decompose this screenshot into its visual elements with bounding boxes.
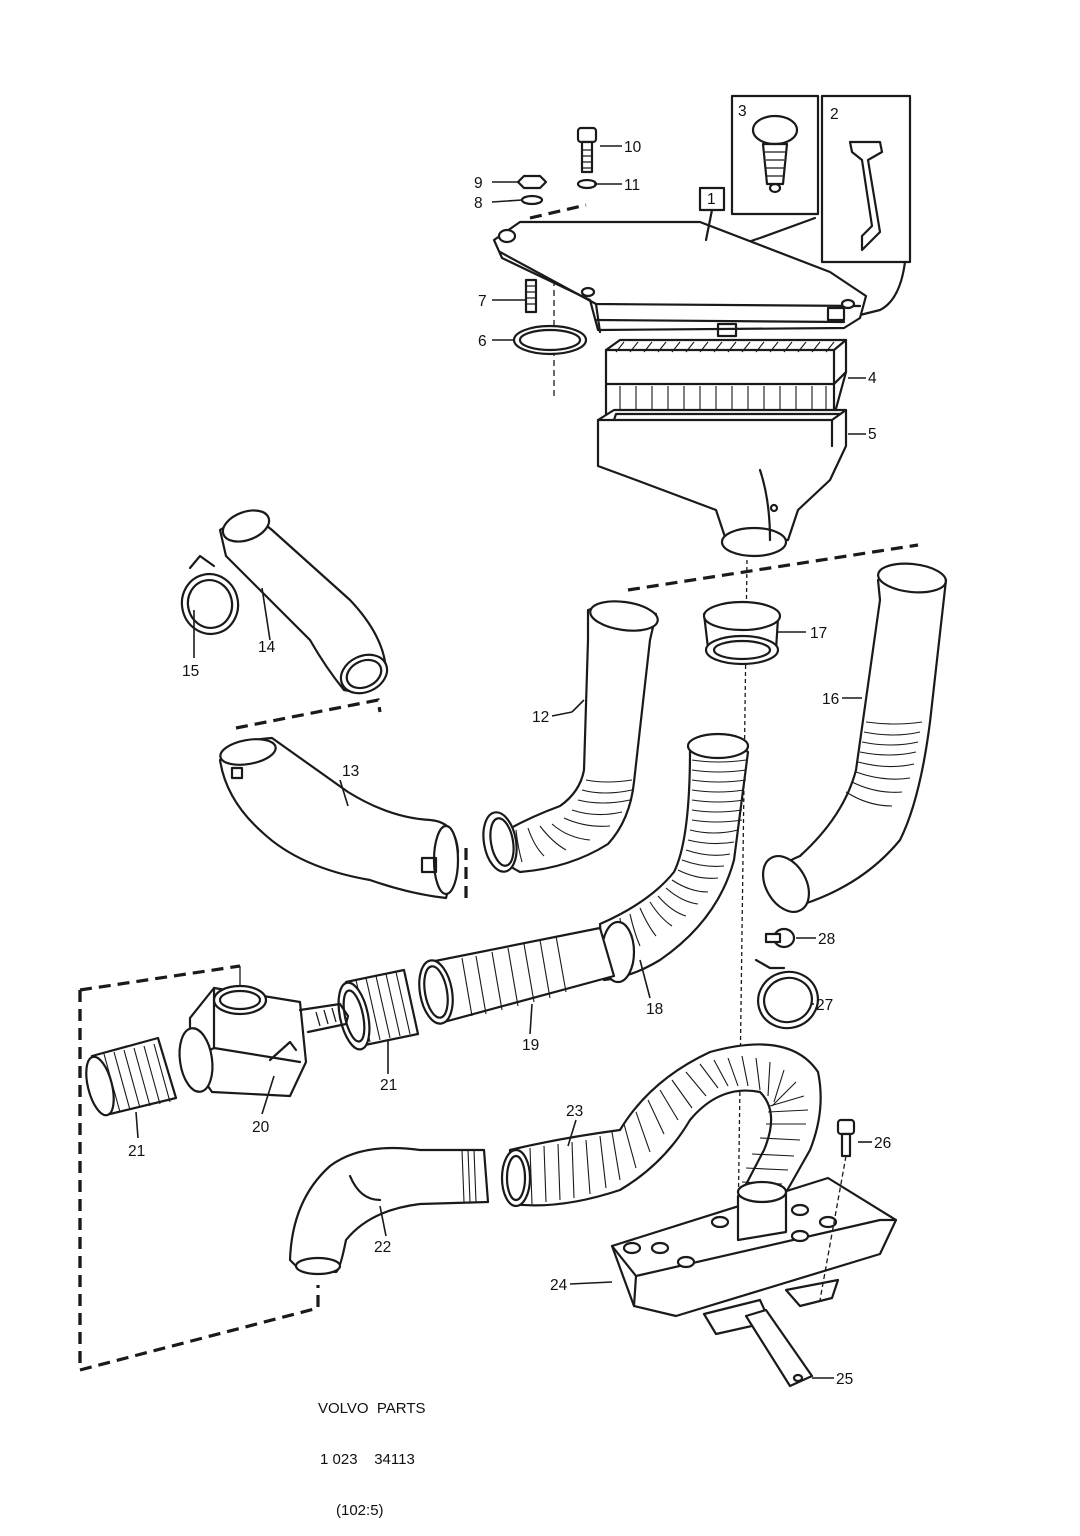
air-cleaner-cover	[492, 186, 868, 338]
callout-27: 27	[816, 997, 833, 1014]
hose-clamp-15	[180, 554, 240, 636]
callout-13: 13	[342, 763, 359, 780]
callout-12: 12	[532, 709, 549, 726]
callout-28: 28	[818, 931, 835, 948]
callout-21-right: 21	[380, 1077, 397, 1094]
air-distributor-24	[610, 1176, 898, 1336]
screw-28	[764, 927, 796, 949]
bracket-25	[744, 1308, 814, 1388]
flex-sleeve-19	[418, 926, 616, 1025]
hose-connector-17	[702, 600, 782, 666]
footer-brand: VOLVO PARTS	[318, 1400, 426, 1417]
callout-14: 14	[258, 639, 276, 656]
callout-19: 19	[522, 1037, 539, 1054]
callout-8: 8	[474, 195, 483, 212]
callout-18: 18	[646, 1001, 663, 1018]
screw-26	[819, 1118, 856, 1301]
callout-26: 26	[874, 1135, 891, 1152]
callout-leaders	[135, 145, 872, 1379]
elbow-hose-13	[218, 736, 460, 900]
callout-9: 9	[474, 175, 483, 192]
callout-11: 11	[624, 177, 640, 194]
callout-25: 25	[836, 1371, 853, 1388]
callout-16: 16	[822, 691, 839, 708]
hose-16	[761, 562, 948, 913]
intake-hose-14	[218, 509, 389, 695]
callout-2: 2	[830, 106, 839, 123]
fasteners	[512, 126, 598, 356]
elbow-hose-22	[288, 1146, 490, 1276]
callout-23: 23	[566, 1103, 583, 1120]
push-clip-detail-box	[698, 94, 820, 260]
callout-4: 4	[868, 370, 877, 387]
flex-hose-18	[598, 732, 750, 984]
callout-7: 7	[478, 293, 487, 310]
connector-21-right	[337, 968, 420, 1051]
callout-24: 24	[550, 1277, 568, 1294]
wire-clip-detail-box	[820, 94, 912, 318]
callout-5: 5	[868, 426, 877, 443]
flex-hose-23	[500, 1043, 822, 1208]
callout-labels: 1 2 3 4 5 6 7 8 9 10 11 12 13 14 15 16 1…	[128, 103, 891, 1388]
footer-part-number: 1 023 34113	[320, 1451, 415, 1468]
connector-21-left	[85, 1036, 178, 1117]
callout-22: 22	[374, 1239, 391, 1256]
hose-12	[482, 600, 659, 874]
callout-3: 3	[738, 103, 747, 120]
callout-15: 15	[182, 663, 199, 680]
callout-17: 17	[810, 625, 827, 642]
callout-6: 6	[478, 333, 487, 350]
callout-20: 20	[252, 1119, 270, 1136]
callout-1: 1	[707, 191, 716, 208]
hose-clamp-27	[754, 958, 819, 1030]
footer-code: (102:5)	[336, 1502, 384, 1519]
thermostatic-valve-20	[178, 984, 350, 1098]
volvo-parts-footer: VOLVO PARTS 1 023 34113 (102:5)	[318, 1366, 426, 1536]
air-filter-element	[604, 338, 848, 418]
callout-21-left: 21	[128, 1143, 145, 1160]
connection-dashed-lines	[78, 203, 919, 1373]
callout-10: 10	[624, 139, 642, 156]
air-cleaner-housing	[596, 408, 848, 558]
